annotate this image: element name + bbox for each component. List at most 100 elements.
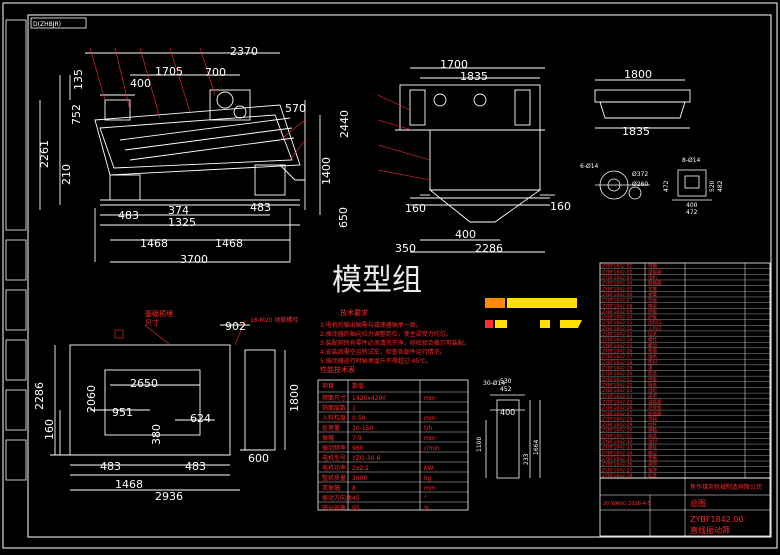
- parts-row-code: ZYBF1842-04: [602, 281, 632, 287]
- parts-row-name: 销轴: [648, 427, 657, 434]
- parts-row-name: 螺栓: [648, 444, 657, 451]
- parts-row-name: 拉杆: [648, 421, 657, 428]
- square-flange-detail: [672, 169, 712, 201]
- parts-row-code: ZYBF1842-23: [602, 388, 632, 394]
- parts-row-name: 油封: [648, 438, 657, 445]
- side-view: [395, 67, 555, 253]
- plan-view-dims: 基础预埋 尺寸 16-M20 地脚螺栓 902 2286 2650 2060 1…: [33, 309, 301, 503]
- inner-frame: [27, 14, 772, 538]
- dim-1835-top: 1835: [622, 125, 650, 138]
- dim-1700: 1700: [440, 58, 468, 71]
- dim-1468a: 1468: [140, 237, 168, 250]
- left-margin-strips: [5, 19, 27, 481]
- specs-row-value: 8: [352, 485, 356, 492]
- parts-row-code: ZYBF1842-08: [602, 303, 632, 309]
- parts-row-code: ZYBF1842-21: [602, 377, 632, 383]
- dim-400-sq: 400: [686, 202, 698, 209]
- dim-d372: Ø372: [632, 171, 648, 178]
- parts-row-code: ZYBF1842-17: [602, 354, 632, 360]
- top-view-dims: 1800 1835: [622, 68, 652, 138]
- parts-row-code: ZYBF1842-35: [602, 456, 632, 462]
- dim-1835: 1835: [460, 70, 488, 83]
- specs-row-item: 筛面尺寸: [322, 394, 346, 402]
- dim-400-side: 400: [455, 228, 476, 241]
- front-view-dims: 2370 400 1705 700 570 752 135 2261 210 6…: [38, 45, 351, 266]
- parts-row-code: ZYBF1842-13: [602, 332, 632, 338]
- parts-row-code: ZYBF1842-31: [602, 433, 632, 439]
- specs-row-item: 整机质量: [322, 474, 346, 482]
- plan-view: [50, 324, 286, 491]
- dim-30-hole: 30-Ø14: [483, 380, 505, 387]
- dim-472a: 472: [663, 180, 670, 192]
- parts-row-code: ZYBF1842-33: [602, 445, 632, 451]
- specs-row-unit: mm: [424, 415, 436, 422]
- dim-8-hole: 8-Ø14: [682, 157, 701, 164]
- specs-row-unit: kW: [424, 465, 433, 472]
- plan-view-red: [114, 319, 246, 346]
- tech-req-5: 5.振动器运行时轴承温升不得超过 45℃。: [320, 357, 432, 365]
- front-view-leaders: [89, 47, 306, 161]
- dim-1325: 1325: [168, 216, 196, 229]
- dim-483-plan-b: 483: [185, 460, 206, 473]
- parts-row-name: 链条: [648, 381, 657, 388]
- dim-624: 624: [190, 412, 211, 425]
- parts-row-code: ZYBF1842-24: [602, 394, 632, 400]
- parts-row-name: 入料口: [648, 325, 662, 332]
- dim-472b: 472: [686, 209, 698, 216]
- parts-row-code: ZYBF1842-16: [602, 349, 632, 355]
- dim-400: 400: [130, 77, 151, 90]
- tech-req-4: 4.安装后需空运转试车，检查各部件运行情况。: [320, 348, 446, 356]
- round-flange-dims: 6-Ø14 Ø372 Ø260: [580, 163, 648, 188]
- parts-row-name: 横梁: [648, 302, 657, 309]
- parts-row-code: ZYBF1842-12: [602, 326, 632, 332]
- parts-row-name: 罩: [648, 366, 653, 372]
- dim-482: 482: [717, 180, 724, 192]
- specs-row-value: 1: [352, 405, 356, 412]
- specs-row-item: 振幅: [322, 434, 334, 442]
- dim-570: 570: [285, 102, 306, 115]
- dim-1400: 1400: [320, 157, 333, 185]
- parts-row-name: 密封: [648, 359, 657, 366]
- dim-951: 951: [112, 406, 133, 419]
- parts-row-name: 标签: [648, 472, 657, 479]
- parts-row-name: 筛网: [648, 415, 657, 422]
- tech-req-3: 3.装配前所有零件必须清洗干净，经检验合格方可装配。: [320, 339, 470, 347]
- parts-row-code: ZYBF1842-29: [602, 422, 632, 428]
- parts-row-name: 压条: [648, 331, 657, 338]
- dim-2261: 2261: [38, 140, 51, 168]
- parts-row-name: 弹簧: [648, 291, 657, 298]
- specs-row-item: 电机型号: [322, 454, 346, 462]
- dim-135: 135: [72, 69, 85, 90]
- specs-row-value: 0-50: [352, 415, 366, 422]
- parts-row-code: ZYBF1842-03: [602, 275, 632, 281]
- dim-2650: 2650: [130, 377, 158, 390]
- specs-row-value: 10-150: [352, 425, 373, 432]
- dim-483b: 483: [250, 201, 271, 214]
- parts-row-name: 筛箱: [648, 263, 657, 270]
- dim-752: 752: [70, 104, 83, 125]
- dim-233: 233: [523, 453, 530, 465]
- tech-req-2: 2.振动器的轴向拉力调整到位，使主梁受力均匀。: [320, 330, 452, 338]
- dim-374: 374: [168, 204, 189, 217]
- dim-1800-top: 1800: [624, 68, 652, 81]
- parts-row-code: ZYBF1842-19: [602, 366, 632, 372]
- specs-row-item: 电机功率: [322, 464, 346, 472]
- parts-row-name: 电机: [648, 274, 657, 281]
- specs-row-unit: mm: [424, 435, 436, 442]
- dim-530: 530: [500, 378, 512, 385]
- dim-1468b: 1468: [215, 237, 243, 250]
- specs-row-value: 1420x4290: [352, 395, 386, 402]
- dim-2286-side: 2286: [475, 242, 503, 255]
- parts-row-name: 联轴器: [648, 280, 662, 287]
- parts-row-name: 激振器: [648, 268, 662, 275]
- parts-row-name: 护板: [648, 314, 657, 321]
- parts-row-code: ZYBF1842-37: [602, 467, 632, 473]
- specs-row-unit: mm: [424, 485, 436, 492]
- specs-row-value: 960: [352, 445, 364, 452]
- title-block: 焦作煤炭机械制造有限公司 总图 ZYBF1842.00 直线振动筛 20 WAN…: [599, 477, 771, 537]
- dim-160a: 160: [405, 202, 426, 215]
